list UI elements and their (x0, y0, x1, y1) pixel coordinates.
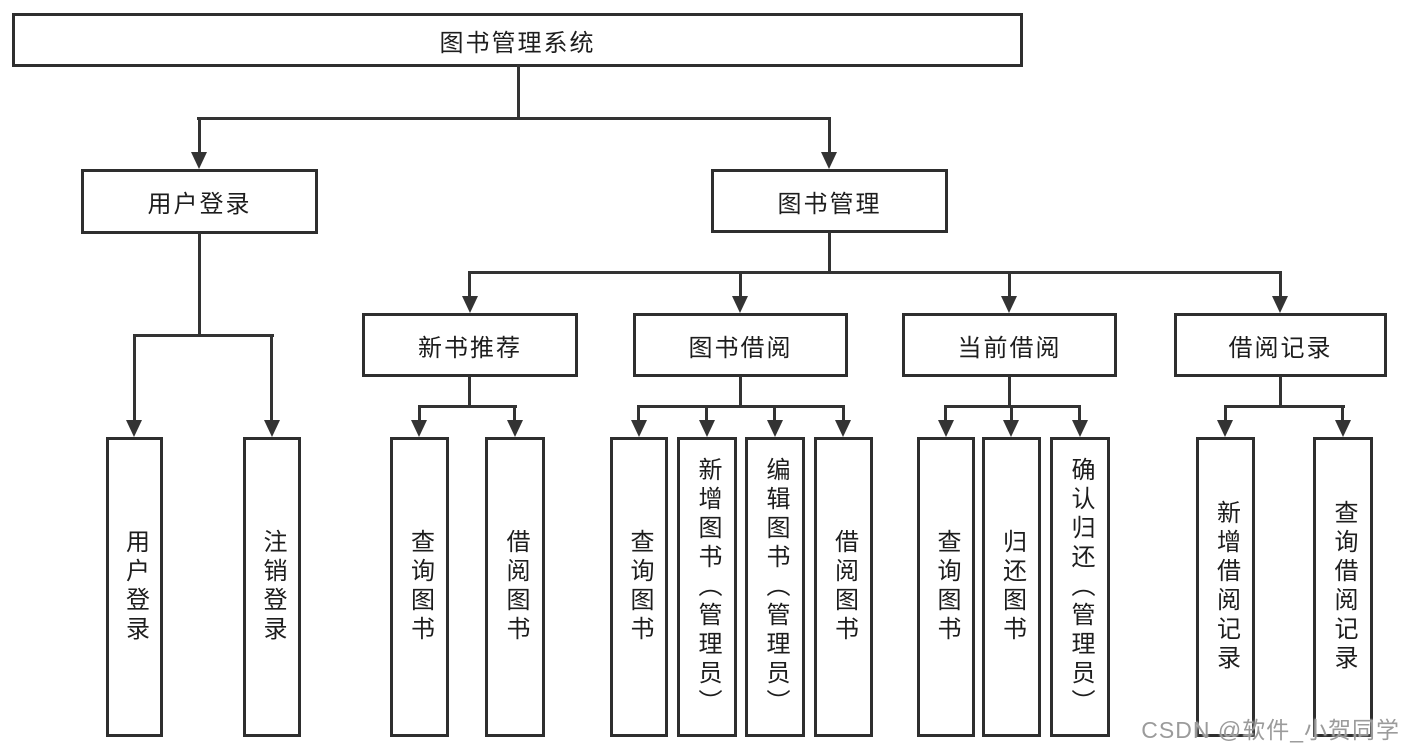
node-label: 新书推荐 (418, 334, 522, 362)
node-label: 图书管理 (777, 190, 882, 218)
leaf-newrec-borrow-books: 借阅图书 (485, 437, 545, 737)
connector-arrowhead (1217, 420, 1233, 437)
node-label: 借阅图书 (502, 529, 529, 645)
node-label: 图书管理系统 (439, 29, 596, 57)
connector-line (468, 271, 1282, 274)
connector-line (1279, 271, 1282, 298)
connector-line (842, 405, 845, 422)
leaf-borrow-query-books: 查询图书 (610, 437, 668, 737)
connector-line (1010, 405, 1013, 422)
connector-arrowhead (699, 420, 715, 437)
connector-arrowhead (1001, 296, 1017, 313)
connector-arrowhead (1335, 420, 1351, 437)
connector-line (773, 405, 776, 422)
connector-line (739, 271, 742, 298)
node-label: 查询图书 (626, 529, 653, 645)
connector-line (198, 233, 201, 337)
leaf-borrow-borrow-books: 借阅图书 (814, 437, 873, 737)
connector-line (133, 334, 274, 337)
node-borrow-records: 借阅记录 (1174, 313, 1387, 377)
connector-arrowhead (767, 420, 783, 437)
leaf-current-confirm-return-admin: 确认归还（管理员） (1050, 437, 1110, 737)
node-label: 编辑图书（管理员） (762, 456, 789, 718)
node-label: 图书借阅 (688, 334, 793, 362)
node-label: 新增图书（管理员） (694, 456, 721, 718)
node-label: 查询借阅记录 (1330, 500, 1357, 674)
connector-line (418, 405, 421, 422)
node-label: 新增借阅记录 (1212, 500, 1240, 674)
connector-arrowhead (1003, 420, 1019, 437)
connector-line (637, 405, 640, 422)
connector-arrowhead (507, 420, 523, 437)
node-library-management-system: 图书管理系统 (12, 13, 1023, 67)
connector-line (270, 334, 273, 422)
connector-line (637, 405, 845, 408)
node-book-borrow: 图书借阅 (633, 313, 848, 377)
connector-line (828, 232, 831, 274)
connector-arrowhead (462, 296, 478, 313)
connector-line (513, 405, 516, 422)
leaf-current-return-books: 归还图书 (982, 437, 1041, 737)
watermark: CSDN @软件_小贺同学 (1141, 717, 1400, 743)
leaf-records-query-record: 查询借阅记录 (1313, 437, 1373, 737)
connector-line (705, 405, 708, 422)
connector-line (133, 334, 136, 422)
connector-arrowhead (126, 420, 142, 437)
node-label: 查询图书 (406, 529, 434, 645)
connector-arrowhead (191, 152, 207, 169)
connector-line (198, 117, 201, 154)
node-label: 注销登录 (259, 529, 286, 645)
connector-arrowhead (835, 420, 851, 437)
connector-line (418, 405, 517, 408)
connector-line (828, 117, 831, 154)
connector-line (197, 117, 831, 120)
connector-line (1078, 405, 1081, 422)
node-label: 用户登录 (147, 191, 252, 218)
node-label: 确认归还（管理员） (1067, 456, 1094, 718)
leaf-current-query-books: 查询图书 (917, 437, 975, 737)
leaf-logout: 注销登录 (243, 437, 301, 737)
connector-arrowhead (821, 152, 837, 169)
connector-line (1279, 376, 1282, 408)
node-new-book-recommend: 新书推荐 (362, 313, 578, 377)
connector-line (1008, 271, 1011, 298)
leaf-borrow-edit-books-admin: 编辑图书（管理员） (745, 437, 805, 737)
node-book-management: 图书管理 (711, 169, 948, 233)
leaf-newrec-query-books: 查询图书 (390, 437, 449, 737)
connector-arrowhead (631, 420, 647, 437)
connector-line (1224, 405, 1345, 408)
node-label: 归还图书 (998, 529, 1026, 645)
node-user-login: 用户登录 (81, 169, 318, 234)
leaf-records-add-record: 新增借阅记录 (1196, 437, 1255, 737)
connector-arrowhead (732, 296, 748, 313)
connector-line (468, 376, 471, 408)
leaf-user-login: 用户登录 (106, 437, 163, 737)
node-label: 借阅记录 (1228, 334, 1333, 362)
connector-arrowhead (1272, 296, 1288, 313)
connector-arrowhead (938, 420, 954, 437)
connector-line (944, 405, 947, 422)
connector-arrowhead (264, 420, 280, 437)
connector-line (517, 65, 520, 118)
connector-arrowhead (411, 420, 427, 437)
leaf-borrow-add-books-admin: 新增图书（管理员） (677, 437, 737, 737)
node-label: 借阅图书 (830, 529, 858, 645)
connector-arrowhead (1072, 420, 1088, 437)
connector-line (739, 376, 742, 408)
node-label: 当前借阅 (957, 334, 1062, 362)
connector-line (1224, 405, 1227, 422)
node-label: 查询图书 (933, 529, 960, 645)
connector-line (1341, 405, 1344, 422)
connector-line (468, 271, 471, 298)
connector-line (1008, 376, 1011, 408)
node-current-borrow: 当前借阅 (902, 313, 1117, 377)
node-label: 用户登录 (121, 529, 149, 645)
